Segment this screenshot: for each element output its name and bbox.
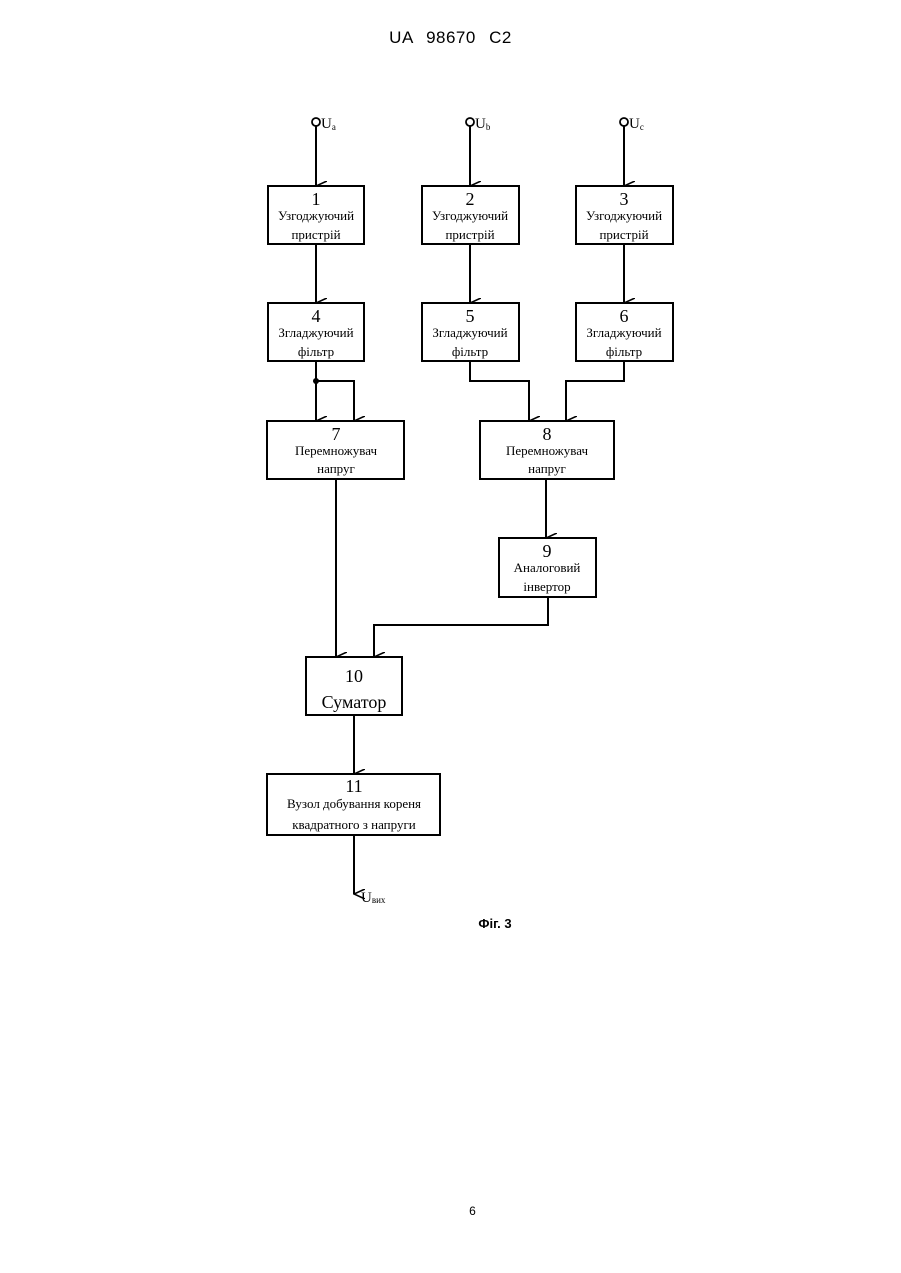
svg-text:5: 5 — [466, 306, 475, 326]
svg-text:Вузол добування кореня: Вузол добування кореня — [287, 796, 421, 811]
svg-text:9: 9 — [543, 541, 552, 561]
block-2-matching-device: 2 Узгоджуючий пристрій — [422, 186, 519, 244]
svg-text:Узгоджуючий: Узгоджуючий — [432, 208, 508, 223]
block-3-matching-device: 3 Узгоджуючий пристрій — [576, 186, 673, 244]
page-number: 6 — [0, 1204, 901, 1218]
svg-text:4: 4 — [312, 306, 321, 326]
block-10-adder: 10 Суматор — [306, 657, 402, 715]
block-6-smoothing-filter: 6 Згладжуючий фільтр — [576, 303, 673, 361]
svg-text:7: 7 — [332, 424, 341, 444]
svg-text:інвертор: інвертор — [523, 579, 570, 594]
svg-text:фільтр: фільтр — [606, 344, 642, 359]
svg-text:1: 1 — [312, 189, 321, 209]
block-4-smoothing-filter: 4 Згладжуючий фільтр — [268, 303, 364, 361]
svg-text:пристрій: пристрій — [599, 227, 648, 242]
svg-text:фільтр: фільтр — [298, 344, 334, 359]
svg-text:Ua: Ua — [321, 116, 336, 132]
svg-text:Uвих: Uвих — [361, 890, 386, 906]
block-5-smoothing-filter: 5 Згладжуючий фільтр — [422, 303, 519, 361]
svg-text:Узгоджуючий: Узгоджуючий — [586, 208, 662, 223]
svg-text:Аналоговий: Аналоговий — [514, 560, 581, 575]
svg-text:Перемножувач: Перемножувач — [506, 443, 588, 458]
svg-text:Перемножувач: Перемножувач — [295, 443, 377, 458]
svg-text:фільтр: фільтр — [452, 344, 488, 359]
block-1-matching-device: 1 Узгоджуючий пристрій — [268, 186, 364, 244]
block-9-analog-inverter: 9 Аналоговий інвертор — [499, 538, 596, 597]
svg-text:Суматор: Суматор — [322, 692, 387, 712]
block-8-voltage-multiplier: 8 Перемножувач напруг — [480, 421, 614, 479]
svg-text:Узгоджуючий: Узгоджуючий — [278, 208, 354, 223]
svg-text:Згладжуючий: Згладжуючий — [278, 325, 353, 340]
svg-text:3: 3 — [620, 189, 629, 209]
output-label: Uвих — [361, 890, 386, 906]
svg-text:пристрій: пристрій — [445, 227, 494, 242]
block-7-voltage-multiplier: 7 Перемножувач напруг — [267, 421, 404, 479]
svg-text:10: 10 — [345, 666, 363, 686]
block-11-square-root-unit: 11 Вузол добування кореня квадратного з … — [267, 774, 440, 835]
svg-text:8: 8 — [543, 424, 552, 444]
svg-text:Ub: Ub — [475, 116, 491, 132]
svg-text:Згладжуючий: Згладжуючий — [586, 325, 661, 340]
svg-text:2: 2 — [466, 189, 475, 209]
svg-text:11: 11 — [345, 776, 362, 796]
svg-text:пристрій: пристрій — [291, 227, 340, 242]
svg-text:Згладжуючий: Згладжуючий — [432, 325, 507, 340]
svg-text:6: 6 — [620, 306, 629, 326]
svg-text:напруг: напруг — [528, 461, 566, 476]
svg-text:напруг: напруг — [317, 461, 355, 476]
figure-caption: Фіг. 3 — [478, 916, 511, 931]
svg-text:Uc: Uc — [629, 116, 644, 132]
svg-text:квадратного з напруги: квадратного з напруги — [292, 817, 416, 832]
